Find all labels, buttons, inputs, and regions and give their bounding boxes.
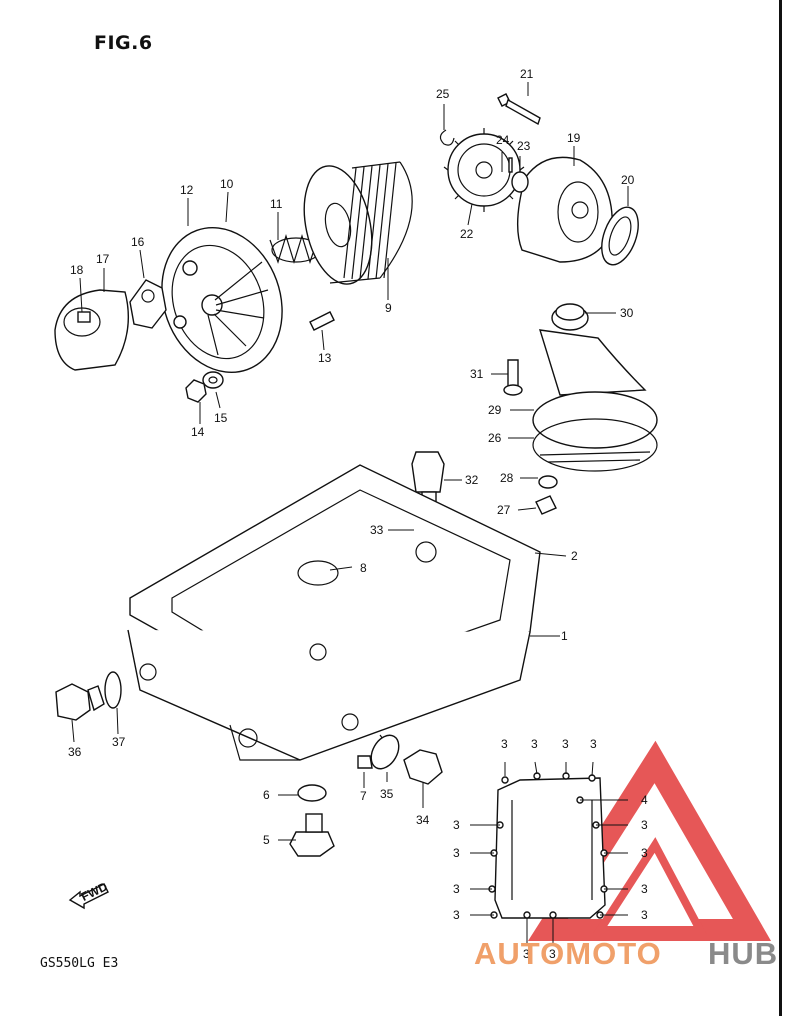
callout-8: 8	[360, 561, 367, 575]
oil-filter-element	[303, 161, 413, 285]
callout-32: 32	[465, 473, 479, 487]
callout-3: 3	[641, 908, 648, 922]
callout-10: 10	[220, 177, 234, 191]
callout-3: 3	[453, 882, 460, 896]
callout-37: 37	[112, 735, 126, 749]
callout-14: 14	[191, 425, 205, 439]
callout-12: 12	[180, 183, 194, 197]
callout-21: 21	[520, 67, 534, 81]
pan-bottom-view	[488, 772, 608, 919]
callout-3: 3	[641, 846, 648, 860]
callout-4: 4	[641, 793, 648, 807]
callout-35: 35	[380, 787, 394, 801]
callout-3: 3	[501, 737, 508, 751]
callout-15: 15	[214, 411, 228, 425]
stud-bolt	[309, 311, 335, 331]
drain-plug-bottom	[289, 734, 443, 857]
nut-washer	[185, 371, 224, 403]
callout-25: 25	[436, 87, 450, 101]
callout-7: 7	[360, 789, 367, 803]
callout-3: 3	[531, 737, 538, 751]
watermark-text: AUTOMOTO HUB	[474, 936, 778, 971]
fwd-arrow	[68, 883, 109, 910]
callout-3: 3	[641, 882, 648, 896]
callout-6: 6	[263, 788, 270, 802]
drain-plug-left	[55, 671, 122, 721]
right-border	[779, 0, 782, 1016]
callout-30: 30	[620, 306, 634, 320]
callout-3: 3	[453, 818, 460, 832]
callout-22: 22	[460, 227, 474, 241]
callout-28: 28	[500, 471, 514, 485]
leader-lines	[71, 82, 629, 944]
callout-11: 11	[270, 197, 283, 211]
callout-26: 26	[488, 431, 502, 445]
callout-16: 16	[131, 235, 145, 249]
callout-33: 33	[370, 523, 384, 537]
fwd-label: FWD	[79, 879, 110, 904]
strainer-bolts	[503, 303, 585, 515]
callout-19: 19	[567, 131, 581, 145]
callout-3: 3	[523, 947, 530, 961]
callout-20: 20	[621, 173, 635, 187]
oil-strainer	[532, 305, 658, 472]
callout-3: 3	[562, 737, 569, 751]
figure-title: FIG.6	[94, 32, 153, 54]
callout-13: 13	[318, 351, 332, 365]
callout-9: 9	[385, 301, 392, 315]
callout-labels: 1 2 3 3 3 3 3 3 3 3 3 3 3 3 3 3 4 5 6 7 …	[68, 67, 648, 961]
callout-3: 3	[549, 947, 556, 961]
oil-pressure-cap	[54, 279, 167, 371]
callout-27: 27	[497, 503, 511, 517]
callout-31: 31	[470, 367, 484, 381]
callout-17: 17	[96, 252, 110, 266]
watermark-suffix: HUB	[708, 936, 778, 971]
callout-24: 24	[496, 133, 510, 147]
callout-5: 5	[263, 833, 270, 847]
callout-2: 2	[571, 549, 578, 563]
callout-36: 36	[68, 745, 82, 759]
callout-23: 23	[517, 139, 531, 153]
watermark-prefix: AUTOMOTO	[474, 936, 662, 971]
callout-3: 3	[590, 737, 597, 751]
callout-1: 1	[561, 629, 568, 643]
pump-bolt	[497, 93, 541, 126]
callout-18: 18	[70, 263, 84, 277]
model-code: GS550LG E3	[40, 956, 119, 971]
callout-3: 3	[453, 908, 460, 922]
callout-3: 3	[453, 846, 460, 860]
callout-29: 29	[488, 403, 502, 417]
callout-34: 34	[416, 813, 430, 827]
filter-cover	[161, 226, 283, 374]
callout-3: 3	[641, 818, 648, 832]
oil-pump-body	[516, 156, 639, 266]
oil-pan	[127, 541, 531, 761]
